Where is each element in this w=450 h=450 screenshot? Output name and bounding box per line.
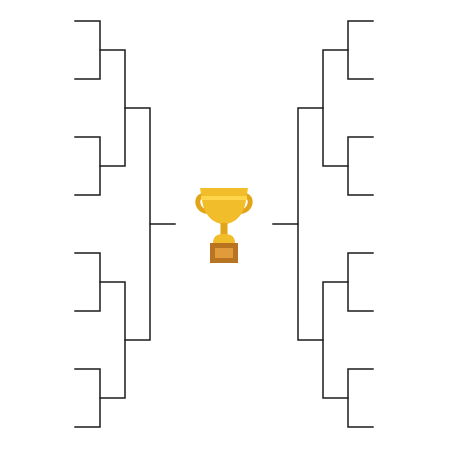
bracket-right-round1-match2 <box>347 136 374 196</box>
trophy-cup <box>200 188 248 224</box>
bracket-right-round1-match3 <box>347 252 374 312</box>
trophy-plate <box>215 248 233 258</box>
bracket-left-round2-match2 <box>99 281 126 399</box>
bracket-right-round1-match4 <box>347 368 374 428</box>
bracket-right-round1-match1 <box>347 20 374 80</box>
bracket-left-round1-match1 <box>74 20 101 80</box>
trophy-rim <box>201 196 247 200</box>
bracket-left-half <box>74 20 176 428</box>
trophy-stem <box>220 223 228 235</box>
bracket-right-round2-match1 <box>322 49 349 167</box>
bracket-right-round3-match1 <box>297 107 324 341</box>
bracket-right-round2-match2 <box>322 281 349 399</box>
trophy-handle-right <box>240 193 253 214</box>
bracket-left-round1-match4 <box>74 368 101 428</box>
trophy-icon <box>195 188 253 263</box>
bracket-left-round1-match2 <box>74 136 101 196</box>
bracket-left-round2-match1 <box>99 49 126 167</box>
trophy-foot <box>213 234 235 243</box>
bracket-right-half <box>272 20 374 428</box>
trophy-handle-left <box>195 193 208 214</box>
bracket-left-round1-match3 <box>74 252 101 312</box>
bracket-left-round3-match1 <box>124 107 151 341</box>
